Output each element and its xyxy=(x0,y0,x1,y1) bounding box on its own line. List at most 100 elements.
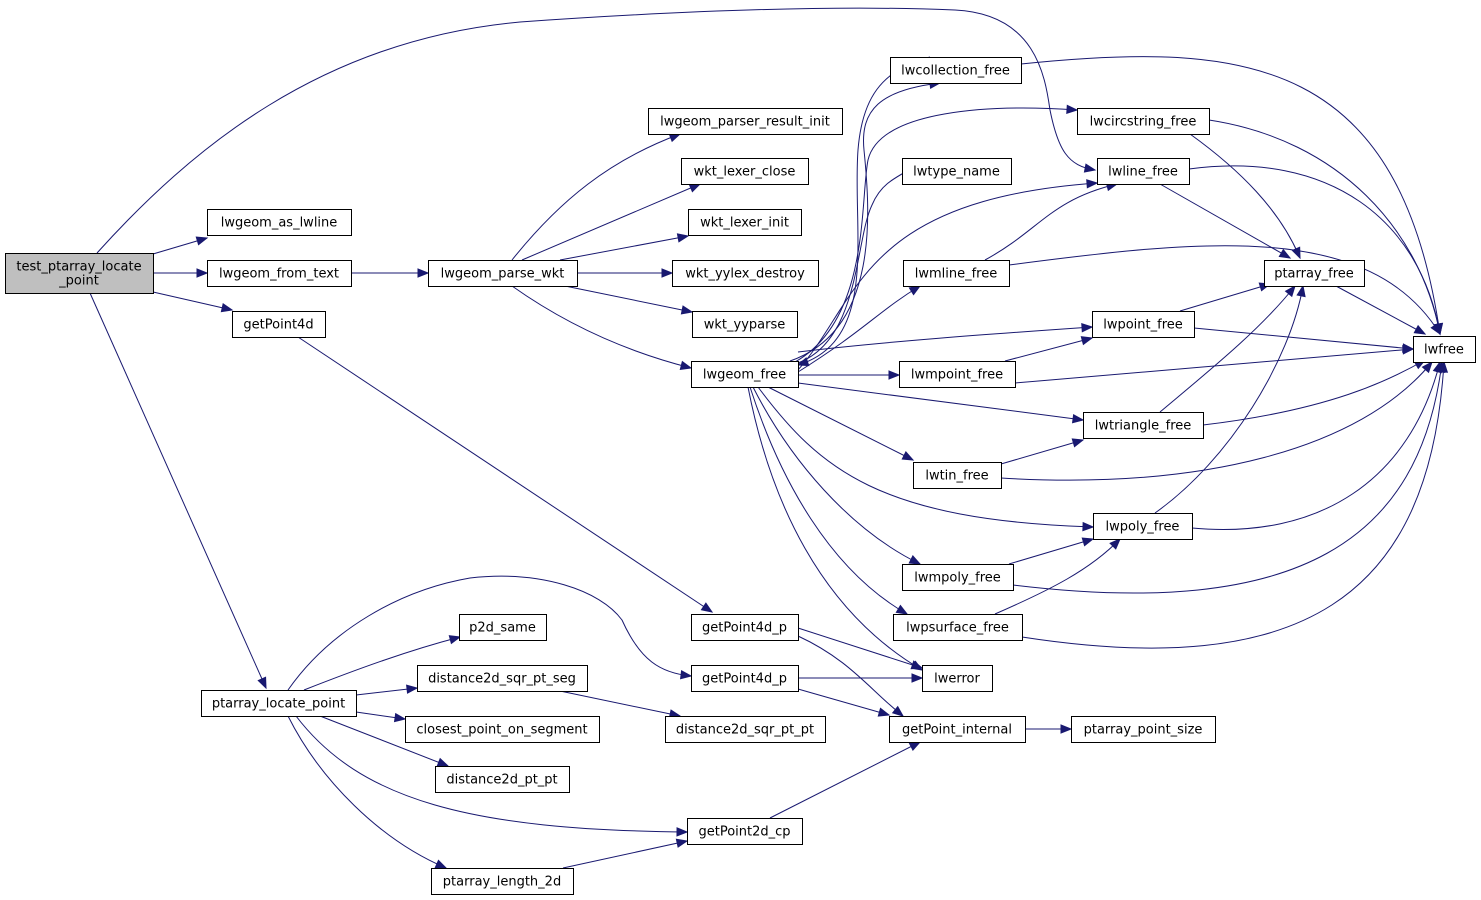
node-lwpoly-free[interactable]: lwpoly_free xyxy=(1093,513,1193,540)
edge-line xyxy=(1159,183,1291,259)
node-lwtin-free[interactable]: lwtin_free xyxy=(913,462,1002,489)
node-box xyxy=(1077,108,1210,135)
edge-line xyxy=(1000,439,1084,465)
edge-arrowhead xyxy=(195,236,209,246)
node-lwpsurface-free[interactable]: lwpsurface_free xyxy=(893,614,1023,641)
edge-ptarray-locate-point-to-getpoint2d-cp xyxy=(295,715,689,837)
node-lwmline-free[interactable]: lwmline_free xyxy=(903,260,1010,287)
edge-line xyxy=(797,182,1098,371)
node-distance2d-sqr-pt-pt[interactable]: distance2d_sqr_pt_pt xyxy=(665,716,826,743)
edge-arrowhead xyxy=(1071,413,1085,424)
node-box xyxy=(691,361,799,388)
edge-line xyxy=(797,285,921,373)
node-ptarray-point-size[interactable]: ptarray_point_size xyxy=(1071,716,1216,743)
node-ptarray-length-2d[interactable]: ptarray_length_2d xyxy=(431,868,574,895)
node-label: distance2d_pt_pt xyxy=(446,773,557,788)
node-box xyxy=(672,260,819,287)
edge-line xyxy=(1008,245,1441,335)
edge-line xyxy=(1335,285,1426,335)
node-box xyxy=(428,260,578,287)
node-getpoint4d[interactable]: getPoint4d xyxy=(232,311,326,338)
edge-lwmline-free-to-lwfree xyxy=(1008,245,1441,336)
node-lwtriangle-free[interactable]: lwtriangle_free xyxy=(1083,412,1204,439)
node-box xyxy=(1083,412,1204,439)
edge-arrowhead xyxy=(688,183,702,193)
node-p2d-same[interactable]: p2d_same xyxy=(459,614,547,641)
node-box xyxy=(688,209,802,236)
node-lwgeom-from-text[interactable]: lwgeom_from_text xyxy=(207,260,352,287)
node-label: lwline_free xyxy=(1108,165,1178,180)
node-getpoint4d-p-a[interactable]: getPoint4d_p xyxy=(691,614,799,641)
node-label: lwtriangle_free xyxy=(1095,419,1192,434)
node-lwcollection-free[interactable]: lwcollection_free xyxy=(890,57,1022,84)
node-lwmpoly-free[interactable]: lwmpoly_free xyxy=(902,564,1014,591)
node-ptarray-locate-point[interactable]: ptarray_locate_point xyxy=(201,690,357,717)
node-box xyxy=(232,311,326,338)
edge-line xyxy=(757,386,1094,528)
edge-arrowhead xyxy=(1080,336,1094,346)
node-label: lwmpoint_free xyxy=(911,368,1003,383)
edge-line xyxy=(559,235,689,261)
node-lwgeom-free[interactable]: lwgeom_free xyxy=(691,361,799,388)
edge-line xyxy=(797,635,904,717)
edge-line xyxy=(789,82,941,362)
edge-arrowhead xyxy=(1430,322,1441,336)
edge-lwmpoly-free-to-lwfree xyxy=(1012,360,1446,594)
node-label: distance2d_sqr_pt_seg xyxy=(428,672,576,687)
node-wkt-lexer-init[interactable]: wkt_lexer_init xyxy=(688,209,802,236)
edge-test-ptarray-locate-point-to-lwgeom-from-text xyxy=(153,268,209,278)
edge-line xyxy=(1202,359,1426,426)
node-getpoint4d-p-b[interactable]: getPoint4d_p xyxy=(691,665,799,692)
edge-lwgeom-free-to-lwtin-free xyxy=(767,386,915,461)
node-getpoint-internal[interactable]: getPoint_internal xyxy=(889,716,1026,743)
node-wkt-yylex-destroy[interactable]: wkt_yylex_destroy xyxy=(672,260,819,287)
node-box xyxy=(903,260,1010,287)
node-label: lwpsurface_free xyxy=(906,621,1009,636)
node-lwfree[interactable]: lwfree xyxy=(1413,336,1476,363)
node-lwtype-name[interactable]: lwtype_name xyxy=(902,158,1012,185)
edge-lwpsurface-free-to-lwpoly-free xyxy=(994,538,1121,615)
node-lwline-free[interactable]: lwline_free xyxy=(1097,158,1190,185)
edge-arrowhead xyxy=(1438,360,1449,373)
edge-lwmpoint-free-to-lwfree xyxy=(1014,345,1415,384)
node-distance2d-pt-pt[interactable]: distance2d_pt_pt xyxy=(435,766,570,793)
edge-test-ptarray-locate-point-to-getpoint4d xyxy=(152,291,234,313)
edge-line xyxy=(797,382,1084,421)
edge-arrowhead xyxy=(220,303,234,313)
edge-lwcollection-free-to-lwfree xyxy=(1020,56,1444,336)
edge-arrowhead xyxy=(891,705,905,717)
node-getpoint2d-cp[interactable]: getPoint2d_cp xyxy=(687,818,803,845)
node-ptarray-free[interactable]: ptarray_free xyxy=(1264,260,1365,287)
edge-arrowhead xyxy=(1060,724,1073,734)
edge-lwtriangle-free-to-lwfree xyxy=(1202,359,1427,426)
node-distance2d-sqr-pt-seg[interactable]: distance2d_sqr_pt_seg xyxy=(417,665,588,692)
edge-lwgeom-free-to-lwpoint-free xyxy=(797,322,1094,353)
node-box xyxy=(405,716,600,743)
node-lwcircstring-free[interactable]: lwcircstring_free xyxy=(1077,108,1210,135)
node-lwgeom-as-lwline[interactable]: lwgeom_as_lwline xyxy=(207,209,352,236)
node-lwgeom-parser-result-init[interactable]: lwgeom_parser_result_init xyxy=(648,108,843,135)
edge-test-ptarray-locate-point-to-lwline-free xyxy=(96,7,1097,254)
edge-ptarray-locate-point-to-closest-point-on-segment xyxy=(355,711,407,723)
node-wkt-lexer-close[interactable]: wkt_lexer_close xyxy=(681,158,809,185)
edge-line xyxy=(1012,361,1443,594)
edge-ptarray-free-to-lwfree xyxy=(1335,285,1427,335)
edge-arrowhead xyxy=(1083,163,1097,173)
node-lwerror[interactable]: lwerror xyxy=(922,665,993,692)
edge-line xyxy=(1004,337,1093,362)
node-test-ptarray-locate-point[interactable]: test_ptarray_locate_point xyxy=(5,253,154,294)
edge-lwgeom-free-to-lwmline-free xyxy=(797,285,922,373)
edge-getpoint4d-p-b-to-lwerror xyxy=(798,673,924,683)
node-lwpoint-free[interactable]: lwpoint_free xyxy=(1092,311,1195,338)
node-wkt-yyparse[interactable]: wkt_yyparse xyxy=(692,311,798,338)
node-lwmpoint-free[interactable]: lwmpoint_free xyxy=(899,361,1016,388)
edge-lwgeom-parse-wkt-to-wkt-lexer-close xyxy=(521,183,702,261)
edge-getpoint-internal-to-ptarray-point-size xyxy=(1025,724,1073,734)
node-closest-point-on-segment[interactable]: closest_point_on_segment xyxy=(405,716,600,743)
edge-line xyxy=(89,292,267,689)
node-box xyxy=(692,311,798,338)
node-box xyxy=(1071,716,1216,743)
edge-arrowhead xyxy=(1082,521,1095,532)
node-lwgeom-parse-wkt[interactable]: lwgeom_parse_wkt xyxy=(428,260,578,287)
edge-line xyxy=(1208,119,1441,335)
